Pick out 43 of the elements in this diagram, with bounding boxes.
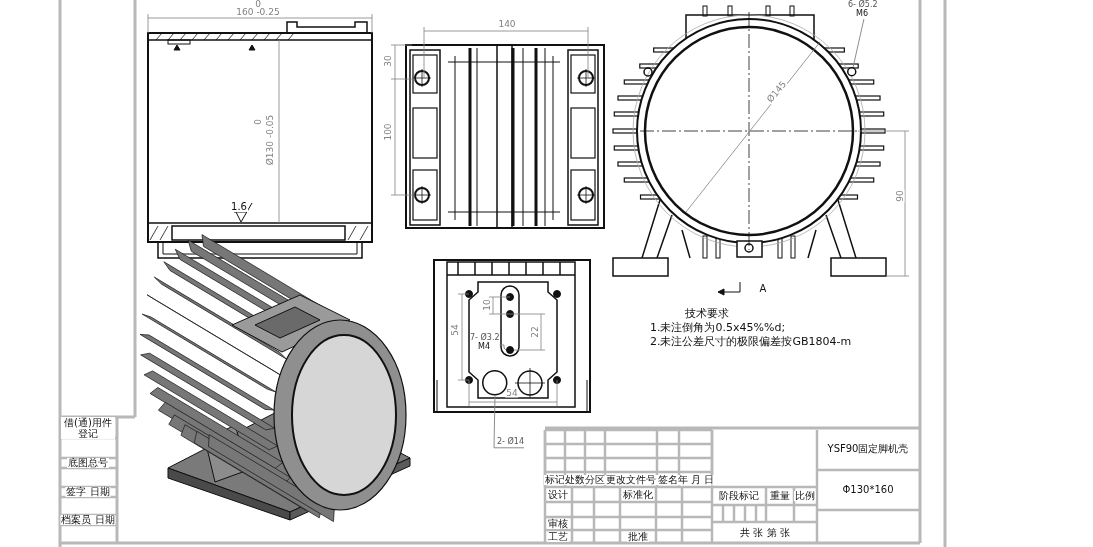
title-block-text: 重量	[769, 491, 791, 501]
title-block-text: 标准化	[622, 490, 654, 500]
leader-line	[499, 344, 507, 351]
title-block-text: 批准	[627, 532, 649, 542]
dimension-text: 0	[253, 118, 263, 126]
title-block-text: 底图总号	[67, 458, 109, 468]
dimension-text: 100	[383, 122, 393, 142]
title-block-text: YSF90固定脚机壳	[826, 444, 910, 454]
hole	[847, 67, 857, 77]
dimension-text: 140	[497, 19, 517, 29]
title-block-text: 比例	[794, 491, 816, 501]
dimension-text: 160 -0.25	[235, 7, 281, 17]
dimension-text: A	[758, 284, 768, 294]
title-block-text: 借(通)用件登记	[61, 417, 115, 439]
title-block-text: 阶段标记	[718, 491, 760, 501]
dimension-text: 30	[383, 54, 393, 68]
title-block-text: 签字 日期	[65, 487, 111, 497]
title-block-text: 工艺	[547, 532, 569, 542]
title-block-text: 审核	[547, 519, 569, 529]
note-text: 技术要求	[685, 307, 729, 319]
dimension-text: 90	[895, 189, 905, 203]
note-text: 2.未注公差尺寸的极限偏差按GB1804-m	[650, 335, 852, 347]
note-text: 1.未注倒角为0.5x45%%d;	[650, 321, 786, 333]
callout-text: 6- Ø5.2	[848, 1, 878, 10]
title-block-text: 共 张 第 张	[739, 528, 791, 538]
title-block-text: 更改文件号	[605, 475, 657, 485]
dimension-text: 1.6	[230, 202, 248, 212]
title-block-text: 档案员 日期	[60, 515, 116, 525]
title-block-text: Φ130*160	[841, 485, 895, 495]
leader-line	[493, 395, 525, 449]
callout-text: 2- Ø14	[497, 438, 524, 447]
title-block-text: 设计	[547, 490, 569, 500]
callout-text: 7- Ø3.2	[470, 334, 500, 343]
leader-line	[852, 18, 865, 68]
dimension-text: Ø130 -0.05	[265, 113, 275, 167]
dimension-text: 22	[530, 325, 540, 339]
hole	[482, 370, 508, 396]
dimension-text: 54	[505, 388, 519, 398]
dimension-text: 10	[482, 298, 492, 312]
hole	[506, 346, 514, 354]
title-block-text: 年 月 日	[677, 475, 715, 485]
dimension-text: 54	[450, 323, 460, 337]
title-block-text: 分区	[584, 475, 606, 485]
